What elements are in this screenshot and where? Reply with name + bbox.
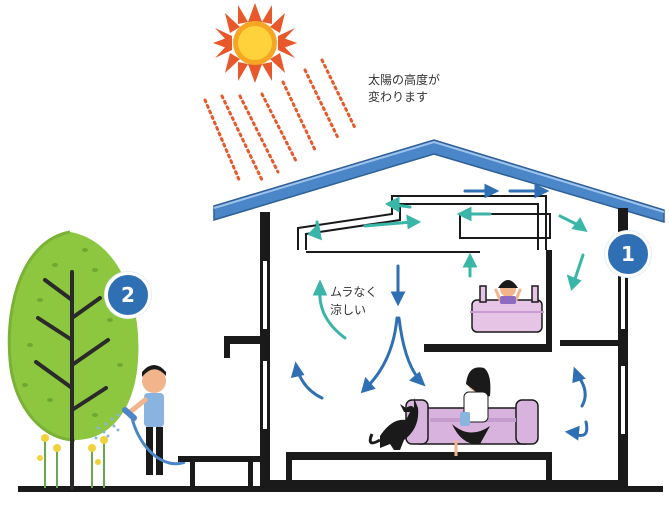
sun-altitude-label-line1: 太陽の高度が [368, 73, 441, 87]
boy-watering-icon [94, 365, 186, 475]
airflow-arrows-blue [290, 183, 589, 441]
bed-icon [470, 280, 544, 333]
even-cooling-label-line2: 涼しい [330, 303, 367, 317]
even-cooling-label: ムラなく 涼しい [330, 283, 377, 319]
sun-altitude-label: 太陽の高度が 変わります [368, 72, 440, 107]
ground-line [18, 486, 663, 492]
number-badge-1: 1 [605, 231, 651, 277]
sun-rays-icon [203, 58, 358, 184]
cat-icon [368, 398, 419, 450]
garden-step [178, 456, 262, 486]
even-cooling-label-line1: ムラなく [330, 285, 378, 299]
windows [261, 259, 627, 436]
woman-icon [452, 367, 491, 456]
tree-icon [7, 230, 139, 490]
flowers-icon [37, 434, 108, 488]
airflow-arrows-teal [307, 196, 588, 340]
attic-duct [297, 195, 551, 253]
house-structure [224, 208, 628, 490]
number-badge-2: 2 [105, 272, 151, 318]
sun-icon [213, 3, 297, 83]
sun-altitude-label-line2: 変わります [368, 90, 429, 105]
roof [213, 139, 665, 224]
